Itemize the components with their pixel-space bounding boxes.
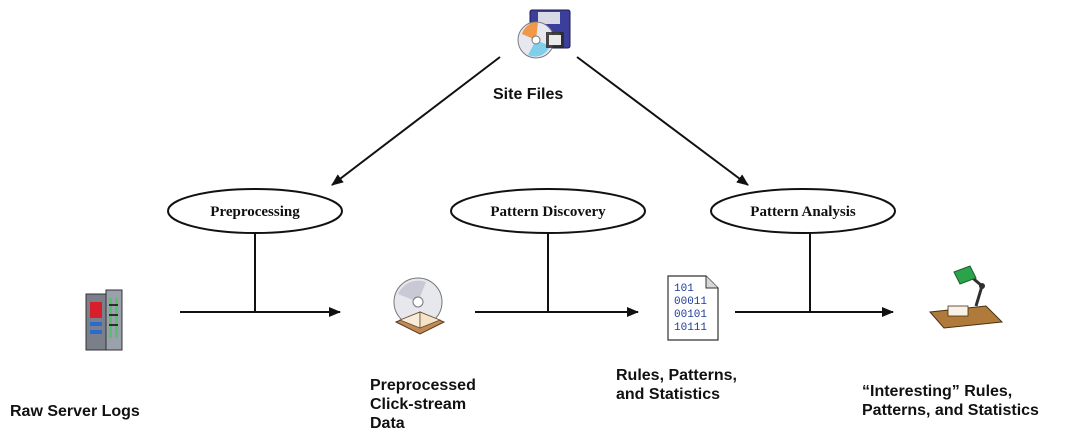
site-files-label: Site Files (493, 86, 564, 103)
stage-preprocessing: Preprocessing (167, 188, 343, 234)
svg-text:10111: 10111 (674, 322, 707, 334)
site-files-to-pattern-analysis-arrow (576, 56, 749, 186)
stage-label-pattern-discovery: Pattern Discovery (490, 204, 606, 220)
stage-pattern-analysis: Pattern Analysis (710, 188, 896, 234)
floppy-cd-icon (517, 9, 571, 59)
interesting-rules-label: “Interesting” Rules, Patterns, and Stati… (862, 383, 1039, 419)
stage-label-pattern-analysis: Pattern Analysis (750, 204, 856, 220)
rules-patterns-statistics-label: Rules, Patterns, and Statistics (616, 367, 737, 403)
raw-server-logs-label: Raw Server Logs (10, 403, 140, 420)
site-files-to-preprocessing-arrow (331, 56, 501, 186)
binary-document-icon: 101 00011 00101 10111 (667, 275, 719, 341)
svg-text:101: 101 (674, 283, 694, 295)
svg-text:00011: 00011 (674, 296, 707, 308)
stage-label-preprocessing: Preprocessing (210, 204, 300, 220)
cd-book-icon (393, 277, 446, 335)
stage-pattern-discovery: Pattern Discovery (450, 188, 646, 234)
preprocessed-data-label: Preprocessed Click-stream Data (370, 377, 476, 432)
server-icon (85, 289, 123, 351)
svg-text:00101: 00101 (674, 309, 707, 321)
desk-lamp-icon (928, 265, 1004, 329)
